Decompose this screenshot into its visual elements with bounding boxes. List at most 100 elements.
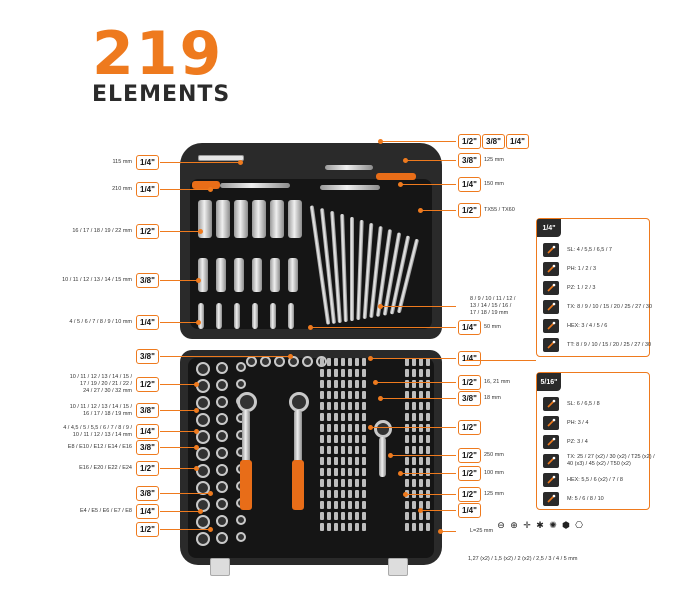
bit	[334, 479, 338, 487]
bit	[327, 479, 331, 487]
bit	[419, 512, 423, 520]
bit	[327, 490, 331, 498]
bit	[341, 523, 345, 531]
size-caption: 10 / 11 / 12 / 13 / 14 / 15 / 17 / 19 / …	[69, 374, 132, 394]
panel-five-sixteenths-title: 5/16"	[537, 373, 561, 391]
bit-icon	[543, 319, 559, 333]
bit	[355, 512, 359, 520]
bit-sizes: HEX: 5,5 / 6 (x2) / 7 / 8	[567, 476, 623, 483]
socket	[270, 200, 284, 238]
element-word: ELEMENTS	[92, 82, 231, 107]
bit	[327, 369, 331, 377]
size-caption: 18 mm	[484, 395, 501, 401]
bit-icon	[543, 243, 559, 257]
bit	[341, 413, 345, 421]
size-caption: E16 / E20 / E22 / E24	[79, 465, 132, 471]
bit	[362, 369, 366, 377]
bit	[405, 479, 409, 487]
bit	[426, 523, 430, 531]
hex-key-sizes: 1,27 (x2) / 1,5 (x2) / 2 (x2) / 2,5 / 3 …	[468, 556, 578, 562]
size-caption: 4 / 4,5 / 5 / 5,5 / 6 / 7 / 8 / 9 / 10 /…	[63, 424, 132, 438]
bit-row: HEX: 3 / 4 / 5 / 6	[543, 319, 607, 333]
extension-bar	[198, 155, 244, 161]
drive-size-pill: 1/4"	[458, 503, 481, 518]
bit	[355, 358, 359, 366]
bit	[419, 380, 423, 388]
bit-row: TX: 8 / 9 / 10 / 15 / 20 / 25 / 27 / 30	[543, 300, 652, 314]
bit	[334, 523, 338, 531]
bit	[334, 391, 338, 399]
bit	[419, 413, 423, 421]
socket	[302, 356, 313, 367]
bit	[327, 391, 331, 399]
socket	[288, 258, 298, 292]
bit	[341, 446, 345, 454]
bit	[362, 435, 366, 443]
security-torx-icon: ✺	[549, 521, 557, 531]
bit	[419, 479, 423, 487]
bit	[426, 468, 430, 476]
bit	[355, 413, 359, 421]
screwdriver-handle	[192, 181, 220, 189]
bit-symbol-row: ⊖ ⊕ ✛ ✱ ✺ ⬢ ⎔	[496, 521, 584, 531]
drive-size-pill: 1/2"	[458, 466, 481, 481]
socket	[246, 356, 257, 367]
socket	[260, 356, 271, 367]
bit	[405, 413, 409, 421]
size-caption: 16 / 17 / 18 / 19 / 22 mm	[72, 228, 132, 234]
bit	[320, 391, 324, 399]
bit	[334, 446, 338, 454]
bit-sizes: PZ: 1 / 2 / 3	[567, 284, 596, 291]
size-caption: E4 / E5 / E6 / E7 / E8	[80, 508, 132, 514]
size-caption: 250 mm	[484, 452, 504, 458]
socket	[252, 200, 266, 238]
bit	[419, 523, 423, 531]
bit	[362, 468, 366, 476]
bit-row: PZ: 1 / 2 / 3	[543, 281, 595, 295]
bit	[412, 468, 416, 476]
bit	[355, 380, 359, 388]
bit	[348, 523, 352, 531]
bit	[320, 380, 324, 388]
drive-size-pill: 1/4"	[458, 351, 481, 366]
bit	[320, 413, 324, 421]
bit	[334, 358, 338, 366]
bit	[412, 435, 416, 443]
bit	[419, 435, 423, 443]
bit	[419, 501, 423, 509]
bit	[355, 501, 359, 509]
bit	[362, 523, 366, 531]
size-caption: 10 / 11 / 12 / 13 / 14 / 15 / 16 / 17 / …	[69, 403, 132, 417]
bit	[320, 490, 324, 498]
bit	[341, 424, 345, 432]
bit	[405, 435, 409, 443]
bit-row: PZ: 3 / 4	[543, 435, 588, 449]
bit	[348, 468, 352, 476]
bit	[405, 523, 409, 531]
hex-socket-icon: ⎔	[575, 521, 583, 531]
bit	[355, 490, 359, 498]
drive-size-pill: 1/2"	[458, 420, 481, 435]
drive-size-pill: 1/4"	[136, 155, 159, 170]
drive-size-pill: 1/4"	[458, 177, 481, 192]
bit	[426, 512, 430, 520]
bit	[426, 402, 430, 410]
panel-quarter-title: 1/4"	[537, 219, 561, 237]
bit	[412, 380, 416, 388]
bit	[348, 446, 352, 454]
bit	[412, 358, 416, 366]
bit-icon	[543, 300, 559, 314]
drive-size-pill: 1/4"	[136, 504, 159, 519]
bit	[327, 435, 331, 443]
socket	[198, 200, 212, 238]
bit-row: HEX: 5,5 / 6 (x2) / 7 / 8	[543, 473, 623, 487]
bit	[348, 380, 352, 388]
socket	[216, 258, 226, 292]
bit	[341, 512, 345, 520]
bit	[327, 457, 331, 465]
socket	[196, 447, 210, 461]
bit	[355, 402, 359, 410]
bit	[355, 468, 359, 476]
bit-sizes: PZ: 3 / 4	[567, 438, 588, 445]
bit	[419, 369, 423, 377]
